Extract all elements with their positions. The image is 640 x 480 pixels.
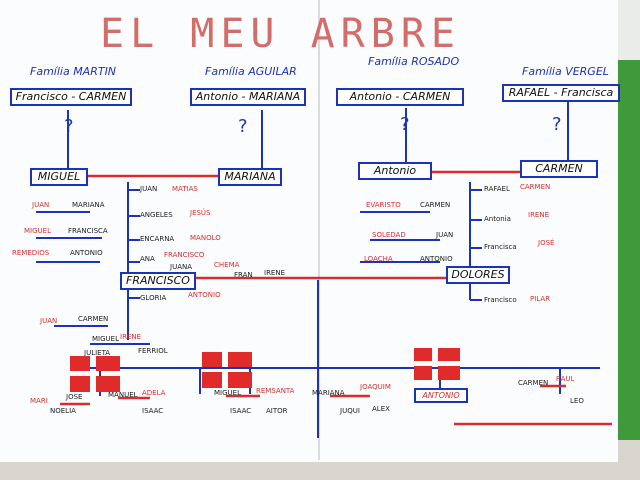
unknown-marker: ? xyxy=(238,116,248,137)
parent-francisco: FRANCISCO xyxy=(120,272,196,290)
family-label-rosado: Família ROSADO xyxy=(368,55,460,68)
poster-fold xyxy=(318,0,320,460)
bottom-kid: ISAAC xyxy=(142,407,164,415)
unknown-marker: ? xyxy=(64,116,74,137)
child-name: JUAN xyxy=(140,185,158,193)
cousin-name: CARMEN xyxy=(78,315,109,323)
family-flag xyxy=(202,352,252,388)
spouse-name: ANTONIO xyxy=(188,291,221,299)
spouse-name: MANOLO xyxy=(190,234,221,242)
bottom-name: RAUL xyxy=(556,375,575,383)
poster-title: EL MEU ARBRE xyxy=(100,11,461,57)
bottom-kid: NOELIA xyxy=(50,407,76,415)
spouse-name: MATIAS xyxy=(172,185,198,193)
grandparent-antonio: Antonio xyxy=(358,162,432,180)
cousin-name: MIGUEL xyxy=(24,227,51,235)
self-name: ANTONIO xyxy=(414,388,468,403)
cousin-name: IRENE xyxy=(120,333,142,341)
parent-dolores: DOLORES xyxy=(446,266,510,284)
cousin-name: LOACHA xyxy=(364,255,393,263)
child-name: ANA xyxy=(140,255,155,263)
cousin-name: MARIANA xyxy=(72,201,105,209)
cousin-name: MIGUEL xyxy=(92,335,119,343)
cousin-name: JUAN xyxy=(436,231,454,239)
bottom-name: MANUEL xyxy=(108,391,138,399)
bottom-kid: AITOR xyxy=(266,407,288,415)
bottom-name: MARIANA xyxy=(312,389,345,397)
grandparent-carmen: CARMEN xyxy=(520,160,598,178)
bottom-name: MARI xyxy=(30,397,48,405)
cousin-name: IRENE xyxy=(264,269,286,277)
cousin-name: FRANCISCA xyxy=(68,227,108,235)
bottom-name: REMSANTA xyxy=(256,387,295,395)
family-label-martin: Família MARTIN xyxy=(30,65,117,78)
family-flag xyxy=(414,348,464,384)
child-name: Francisco xyxy=(484,296,517,304)
child-name: RAFAEL xyxy=(484,185,510,193)
family-label-vergel: Família VERGEL xyxy=(522,65,609,78)
spouse-name: JESÚS xyxy=(190,209,211,217)
bottom-name: MIGUEL xyxy=(214,389,241,397)
spouse-name: IRENE xyxy=(528,211,550,219)
child-name: ENCARNA xyxy=(140,235,175,243)
grandparent-miguel: MIGUEL xyxy=(30,168,88,186)
bottom-name: JOAQUIM xyxy=(360,383,391,391)
family-flag xyxy=(70,356,120,392)
spouse-name: PILAR xyxy=(530,295,550,303)
great-grandparents-martin: Francisco - CARMEN xyxy=(10,88,132,106)
grandkid-name: FERRIOL xyxy=(138,347,168,355)
bottom-name: CARMEN xyxy=(518,379,549,387)
cousin-name: JUANA xyxy=(170,263,193,271)
cousin-name: SOLEDAD xyxy=(372,231,406,239)
cousin-name: EVARISTO xyxy=(366,201,401,209)
bottom-kid: LEO xyxy=(570,397,584,405)
bottom-kid: JUQUI xyxy=(340,407,360,415)
cousin-name: ANTONIO xyxy=(70,249,103,257)
spouse-name: JOSÉ xyxy=(538,239,555,247)
grandparent-mariana: MARIANA xyxy=(218,168,282,186)
cousin-name: JUAN xyxy=(32,201,50,209)
child-name: Antonia xyxy=(484,215,511,223)
spouse-name: FRANCISCO xyxy=(164,251,205,259)
spouse-name: CARMEN xyxy=(520,183,551,191)
cousin-name: REMEDIOS xyxy=(12,249,50,257)
cousin-name: ANTONIO xyxy=(420,255,453,263)
grandkid-name: JULIETA xyxy=(84,349,111,357)
child-name: ANGELES xyxy=(140,211,173,219)
cousin-name: CHEMA xyxy=(214,261,240,269)
great-grandparents-rosado: Antonio - CARMEN xyxy=(336,88,464,106)
great-grandparents-vergel: RAFAEL - Francisca xyxy=(502,84,620,102)
unknown-marker: ? xyxy=(400,114,410,135)
bottom-name: JOSE xyxy=(66,393,83,401)
bottom-name: ADELA xyxy=(142,389,166,397)
cousin-name: FRAN xyxy=(234,271,253,279)
family-label-aguilar: Família AGUILAR xyxy=(205,65,297,78)
unknown-marker: ? xyxy=(552,114,562,135)
child-name: GLORIA xyxy=(140,294,167,302)
great-grandparents-aguilar: Antonio - MARIANA xyxy=(190,88,306,106)
cousin-name: JUAN xyxy=(40,317,58,325)
child-name: Francisca xyxy=(484,243,517,251)
bottom-kid: ALEX xyxy=(372,405,390,413)
bottom-kid: ISAAC xyxy=(230,407,252,415)
cousin-name: CARMEN xyxy=(420,201,451,209)
